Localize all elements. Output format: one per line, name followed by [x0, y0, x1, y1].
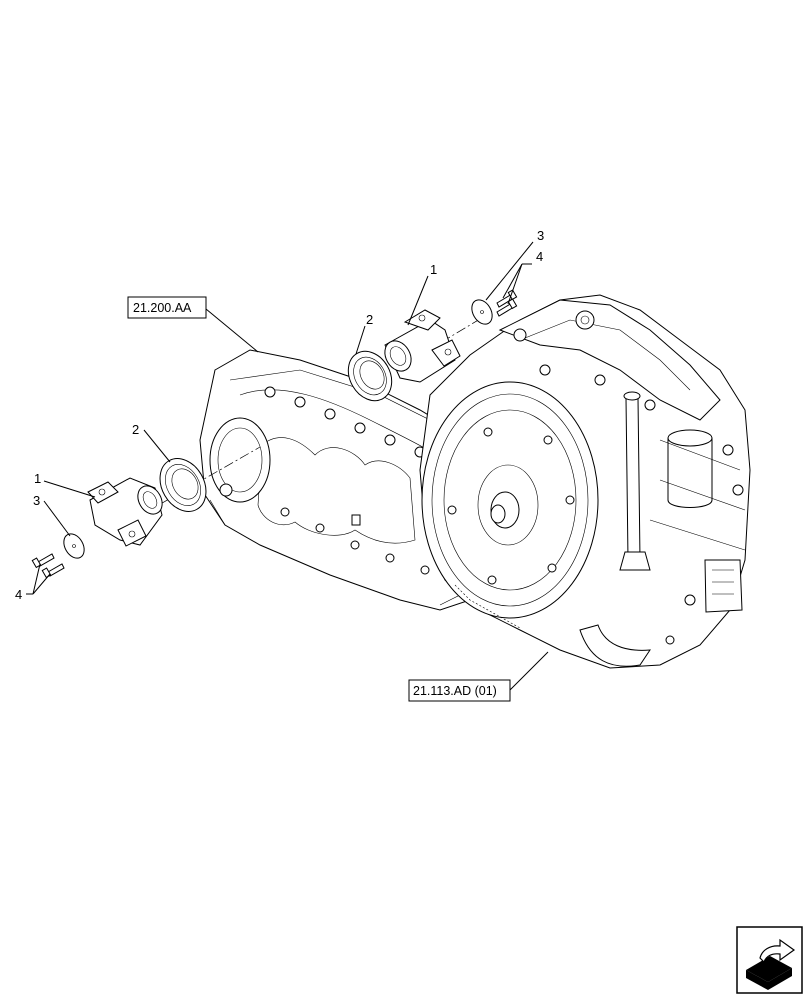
callout-front-bolts: 4 — [15, 587, 22, 602]
callout-front-yoke: 1 — [34, 471, 41, 486]
callout-rear-washer: 3 — [537, 228, 544, 243]
next-page-arrow-icon[interactable] — [736, 926, 803, 994]
leader-lines — [26, 241, 549, 691]
callout-rear-seal: 2 — [366, 312, 373, 327]
reference-21-113-ad[interactable]: 21.113.AD (01) — [408, 679, 511, 702]
reference-21-200-aa[interactable]: 21.200.AA — [127, 296, 207, 319]
front-washer — [63, 533, 85, 559]
transfer-case-housing — [199, 349, 491, 611]
reference-label: 21.200.AA — [133, 301, 192, 315]
rear-yoke — [384, 309, 461, 383]
callout-front-washer: 3 — [33, 493, 40, 508]
rear-washer — [471, 299, 493, 325]
rear-seal — [347, 350, 393, 402]
callout-rear-yoke: 1 — [430, 262, 437, 277]
reference-label: 21.113.AD (01) — [413, 684, 497, 698]
front-bolts — [31, 553, 65, 579]
front-yoke — [87, 477, 163, 547]
rear-bolts — [496, 289, 518, 317]
transmission-body — [419, 294, 751, 669]
callout-front-seal: 2 — [132, 422, 139, 437]
callout-rear-bolts: 4 — [536, 249, 543, 264]
